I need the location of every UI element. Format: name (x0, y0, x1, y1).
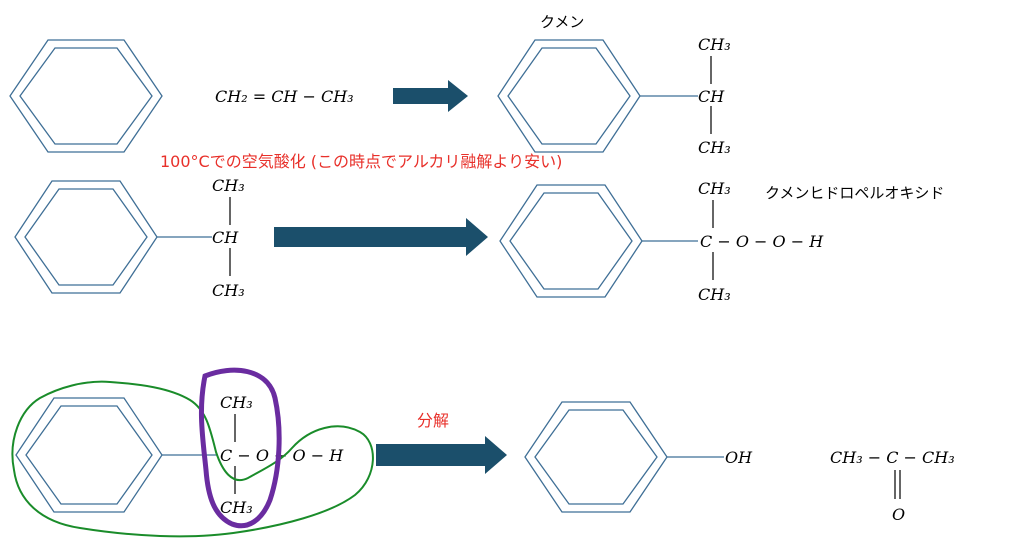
cumene-ch: CH (698, 87, 725, 106)
hydroperoxide-label: クメンヒドロペルオキシド (765, 184, 944, 202)
cumene-ch3-top: CH₃ (698, 35, 731, 54)
benzene-ring (9, 39, 163, 153)
benzene-ring-hydroperoxide (15, 397, 218, 513)
purple-circle-annotation (198, 367, 282, 529)
cumene-label: クメン (540, 13, 584, 31)
reaction-arrow (376, 436, 507, 474)
benzene-ring-cumene (14, 180, 212, 294)
row3-ch3-top: CH₃ (220, 393, 253, 412)
propene-formula: CH₂ = CH − CH₃ (215, 87, 354, 106)
decomposition-condition: 分解 (417, 411, 449, 430)
left-ch3-bottom: CH₃ (212, 281, 245, 300)
left-ch3-top: CH₃ (212, 176, 245, 195)
phenol-oh: OH (725, 448, 753, 467)
benzene-ring-cumene (497, 39, 698, 153)
acetone-chain: CH₃ − C − CH₃ (830, 448, 955, 467)
row3-ch3-bottom: CH₃ (220, 498, 253, 517)
left-ch: CH (212, 228, 239, 247)
reaction-arrow (393, 80, 468, 112)
right-ch3-top: CH₃ (698, 179, 731, 198)
reaction-arrow (274, 218, 488, 256)
benzene-ring-hydroperoxide (499, 184, 698, 298)
oxidation-condition: 100°Cでの空気酸化 (この時点でアルカリ融解より安い) (160, 152, 562, 171)
cumene-ch3-bottom: CH₃ (698, 138, 731, 157)
row3-hydroperoxide-chain: C − O − O − H (220, 446, 344, 465)
right-ch3-bottom: CH₃ (698, 285, 731, 304)
green-circle-annotation (11, 380, 374, 538)
benzene-ring-phenol (524, 401, 724, 513)
hydroperoxide-chain: C − O − O − H (700, 232, 824, 251)
acetone-o: O (892, 505, 905, 524)
